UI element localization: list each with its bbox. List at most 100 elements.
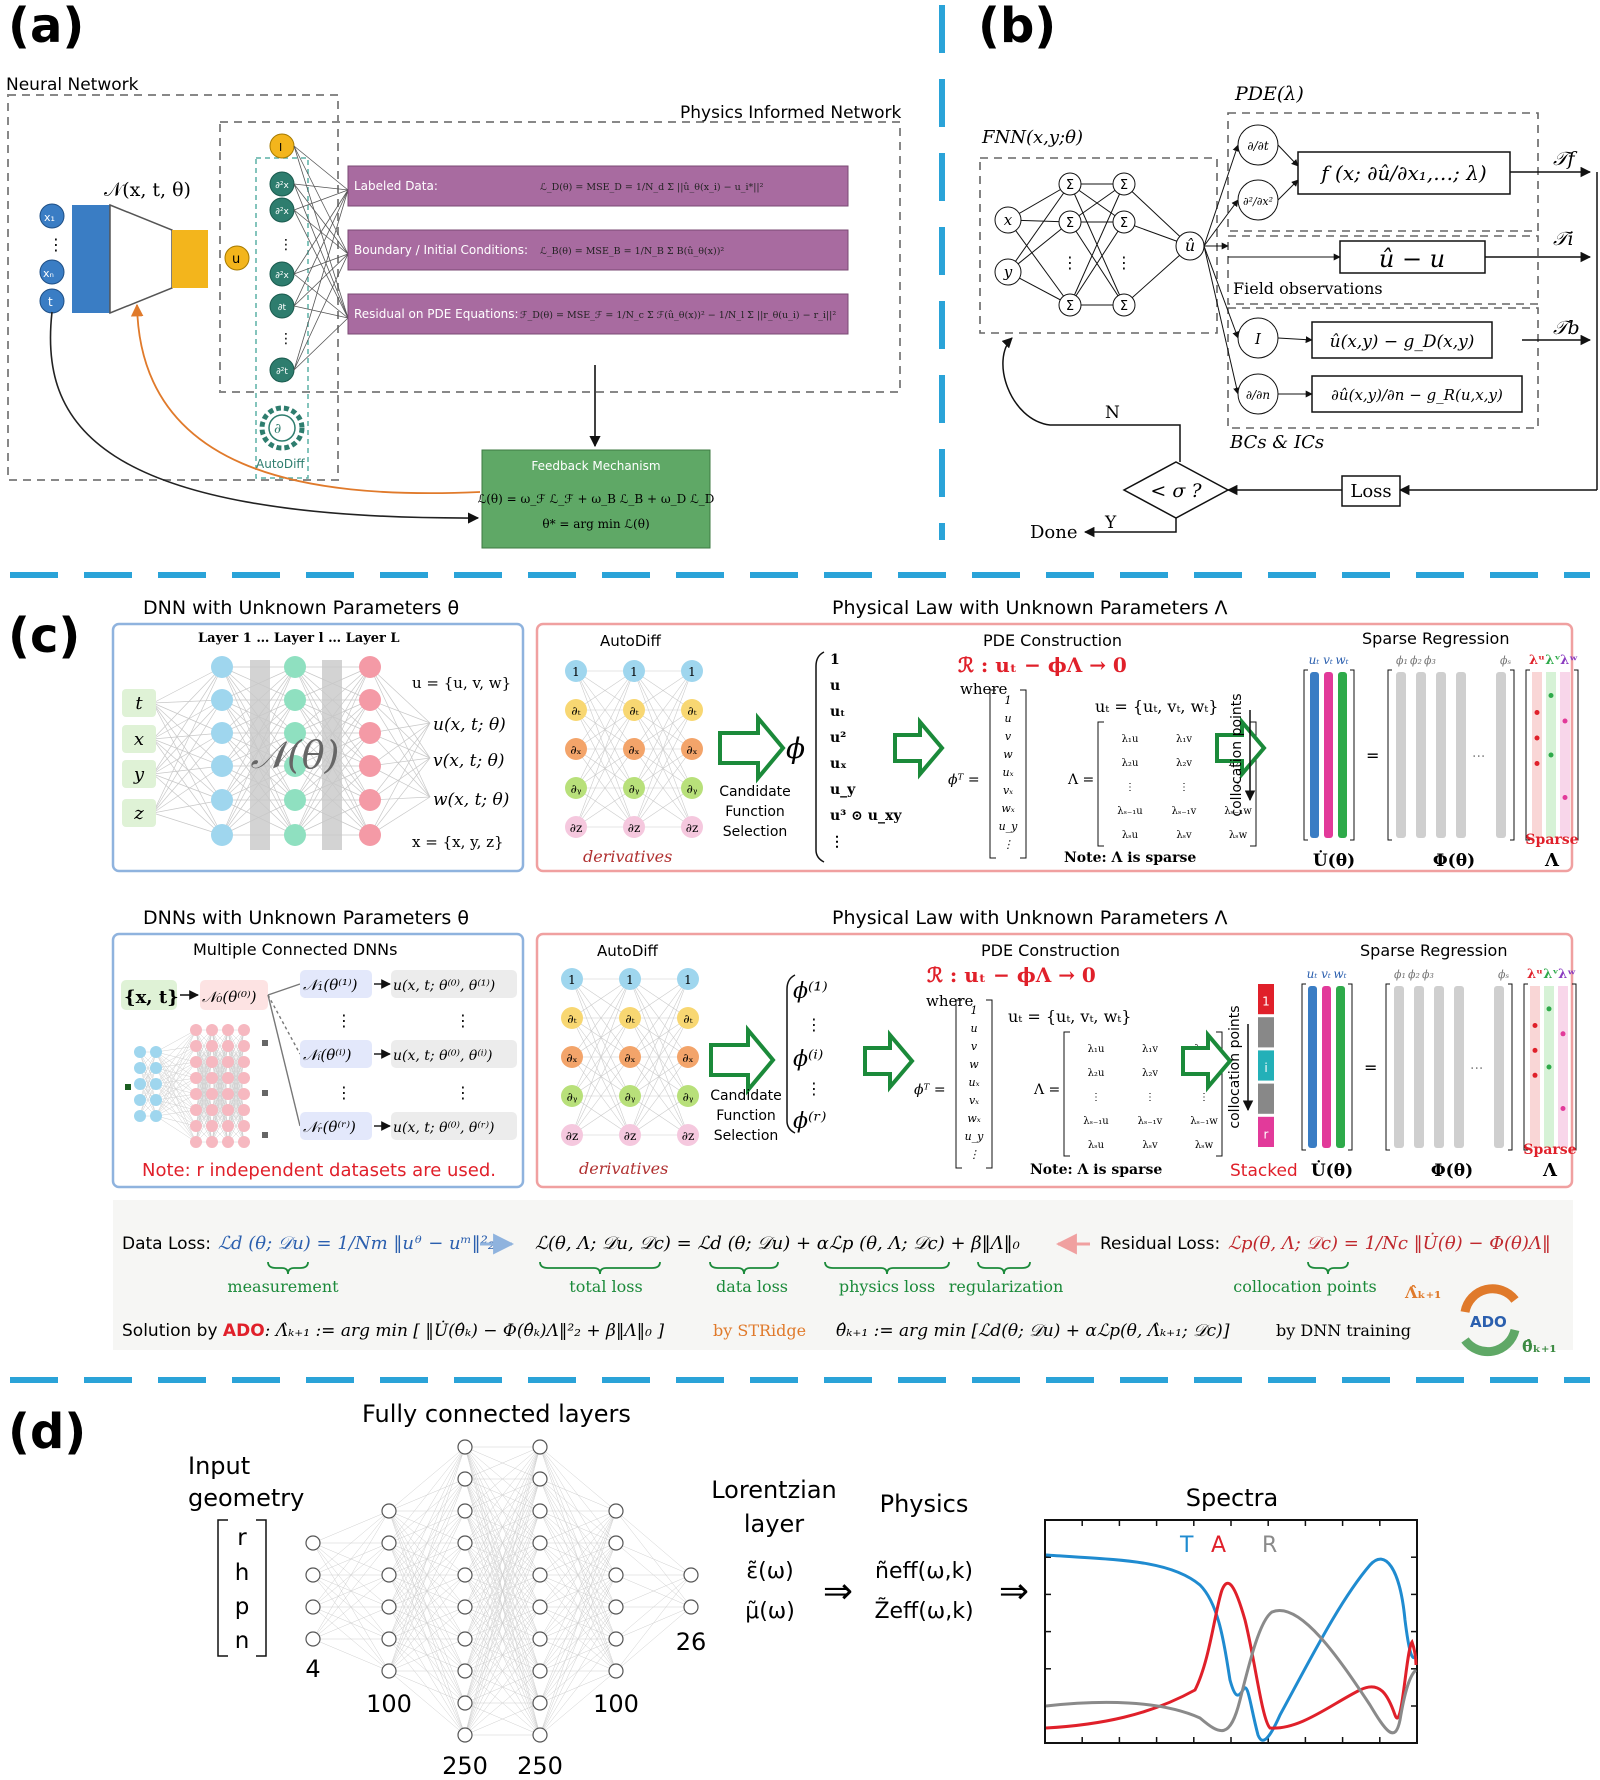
lambda-column [1530,986,1540,1148]
c-top-input-box [122,760,156,788]
lambda-entry: λₛ₋₁v [1172,806,1197,817]
lambda-entry: λₛv [1176,830,1192,841]
phi-t-entry: v [1005,730,1012,743]
phi-column [1414,986,1424,1148]
fc-neuron [532,1631,548,1647]
branch-neuron [206,1056,218,1068]
nn-input-block [72,205,110,313]
shared-neuron [134,1110,146,1122]
bcs-ics: BCs & ICs [1229,432,1324,453]
c-top-neuron [284,789,306,811]
phi-dots: ··· [1472,749,1485,765]
fc-neuron [532,1727,548,1743]
autodiff-node-label: ∂ₓ [566,1051,577,1065]
c-bot-note: Note: r independent datasets are used. [142,1160,496,1181]
autodiff-node-label: ∂ₓ [682,1051,693,1065]
c-top-neuron [359,656,381,678]
spectra-plot-frame [1044,1519,1418,1744]
branch-box [300,1112,372,1140]
autodiff-node [623,816,645,838]
neff-label: ñeff(ω,k) [875,1559,973,1584]
lambda-label: Λ = [1033,1082,1060,1098]
loss-row-3 [347,293,849,335]
autodiff-node-label: 1 [572,665,580,679]
c-top-net-label: 𝒩(θ) [251,733,340,777]
u-theta-label: U̇(θ) [1313,851,1355,871]
sparse-dot [1534,761,1540,766]
fc-neuron [457,1439,473,1455]
lambda-entry: λₛw [1229,830,1248,841]
c-top-derivatives: derivatives [583,847,672,866]
autodiff-label: AutoDiff [256,457,305,471]
branch-neuron [238,1136,250,1148]
phi-column [1496,672,1506,838]
lambda-column-label: λᵘ [1529,653,1545,668]
sigma-node [1112,210,1136,234]
c-top-neuron [284,824,306,846]
autodiff-node-label: ∂ₓ [624,1051,635,1065]
autodiff-node-label: ∂ₓ [570,743,581,757]
legend-R: R [1262,1533,1277,1558]
lambda-entry: λₛ₋₁w [1190,1116,1218,1127]
equals-sign: = [1366,746,1379,765]
c-top-neuron [359,689,381,711]
lambda-entry: λₛu [1088,1140,1105,1151]
spectra-title: Spectra [1186,1484,1278,1512]
panel-b-label: (b) [978,0,1056,54]
bc-box-2 [1311,375,1523,413]
c-top-pde-eq: ℛ : uₜ − ϕΛ → 0 [958,653,1127,677]
field-observations: Field observations [1233,279,1383,298]
branch-output-label: u(x, t; θ⁽⁰⁾, θ⁽ʳ⁾) [393,1120,495,1136]
fc-neuron [457,1663,473,1679]
phi-column-label: ϕ₁ [1396,654,1408,667]
branch-neuron [222,1040,234,1052]
c-top-lib-term: u [830,678,840,694]
c-bot-phir: ϕ⁽ʳ⁾ [793,1109,826,1134]
autodiff-node [623,738,645,760]
lambda-entry: λ₁v [1142,1044,1158,1055]
autodiff-node [681,738,703,760]
autodiff-node [565,699,587,721]
c-top-input-box [122,689,156,717]
fc-neuron [608,1503,624,1519]
c-top-neuron [359,755,381,777]
fc-neuron [532,1535,548,1551]
fnn-input-label: x [1004,211,1013,229]
lbl-regularization: regularization [949,1277,1064,1296]
autodiff-node [681,816,703,838]
c-top-x-set: x = {x, y, z} [412,833,504,851]
c-bot-pde-eq: ℛ : uₜ − ϕΛ → 0 [927,963,1096,987]
vdots: ⋮ [1116,253,1132,272]
phi-t-entry: w [969,1058,979,1071]
lambda-entry: λₛu [1122,830,1139,841]
layer-size-label: 100 [366,1690,412,1718]
phi-t-entry: u [970,1022,977,1035]
u-column-label: uₜ [1309,653,1320,667]
fc-neuron [381,1535,397,1551]
branch-neuron [190,1136,202,1148]
lambda-entry: λ₁v [1176,734,1192,745]
fc-neuron [457,1631,473,1647]
phi-column [1456,672,1466,838]
branch-neuron [190,1088,202,1100]
shared-neuron [150,1094,162,1106]
c-top-cand1: Candidate [719,784,791,800]
by-dnn-training: by DNN training [1276,1321,1411,1340]
lambda-big-label: Λ [1544,850,1560,871]
c-top-where: where [960,680,1008,698]
sigma-node [1058,172,1082,196]
autodiff-node-label: ∂ₓ [628,743,639,757]
lbl-collocation-points: collocation points [1233,1277,1376,1296]
svg-text:∂: ∂ [274,421,281,437]
branch-output-label: u(x, t; θ⁽⁰⁾, θ⁽ⁱ⁾) [393,1048,492,1064]
phi-t-entry: 1 [1005,694,1012,707]
phi-column-label: ϕₛ [1500,654,1511,667]
autodiff-node-label: ∂ᵧ [687,782,698,796]
f-box-text: f (x; ∂û/∂x₁,…; λ) [1319,161,1486,185]
autodiff-node-label: ∂z [566,1129,579,1143]
autodiff-node [681,699,703,721]
fc-layers: Fully connected layers [362,1400,631,1428]
input-x1: x₁ [44,211,55,224]
vdots: ⋮ [336,1083,352,1102]
